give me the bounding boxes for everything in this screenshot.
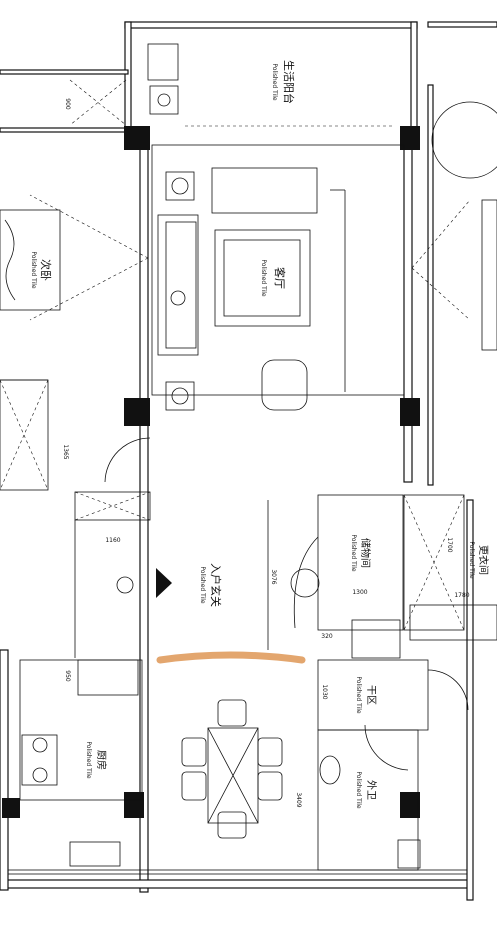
dimension-label: 1300 bbox=[352, 589, 367, 596]
balcony-material: Polished Tile bbox=[271, 63, 278, 101]
balcony-area bbox=[69, 43, 395, 127]
bedroom-name: 次卧 bbox=[39, 259, 53, 281]
bedroom-area bbox=[0, 209, 61, 491]
kitchen-area bbox=[19, 659, 143, 867]
room-label-bath: 外卫 Polished Tile bbox=[355, 771, 377, 809]
storage-name: 储物间 bbox=[359, 538, 372, 568]
living-material: Polished Tile bbox=[260, 259, 267, 297]
washing-machine-icon bbox=[147, 43, 179, 81]
highlight-stroke bbox=[156, 651, 306, 664]
right-bedroom bbox=[431, 101, 497, 351]
room-label-balcony: 生活阳台 Polished Tile bbox=[271, 60, 296, 104]
dimension-label: 1160 bbox=[105, 537, 120, 544]
dining-table-icon bbox=[181, 699, 283, 839]
living-room bbox=[29, 144, 471, 411]
room-label-dry-zone: 干区 Polished Tile bbox=[355, 676, 377, 714]
door-swing-icon bbox=[104, 437, 151, 483]
room-label-entrance: 入户玄关 Polished Tile bbox=[199, 563, 223, 607]
bathroom-area bbox=[317, 659, 469, 871]
dry-zone-material: Polished Tile bbox=[355, 676, 362, 714]
dry-zone-name: 干区 bbox=[365, 685, 377, 705]
bath-material: Polished Tile bbox=[355, 771, 362, 809]
dimension-label: 320 bbox=[321, 633, 333, 640]
dimension-label: 1030 bbox=[321, 684, 328, 699]
sink-icon bbox=[149, 85, 179, 115]
toilet-icon bbox=[319, 755, 341, 785]
cloak-name: 更衣间 bbox=[477, 545, 490, 575]
storage-area bbox=[290, 494, 497, 659]
dimension-label: 1365 bbox=[62, 444, 69, 459]
sofa-icon bbox=[157, 214, 199, 356]
dimension-label: 3409 bbox=[295, 792, 302, 807]
dimension-label: 1780 bbox=[454, 592, 469, 599]
entrance-name: 入户玄关 bbox=[209, 563, 223, 607]
cloak-material: Polished Tile bbox=[468, 541, 475, 579]
door-swing-icon bbox=[427, 669, 469, 711]
entrance-area bbox=[74, 437, 269, 658]
room-label-living: 客厅 Polished Tile bbox=[260, 259, 287, 297]
room-label-bedroom: 次卧 Polished Tile bbox=[30, 251, 53, 289]
storage-material: Polished Tile bbox=[350, 534, 357, 572]
direction-arrow-icon bbox=[156, 568, 172, 598]
entrance-material: Polished Tile bbox=[199, 566, 206, 604]
room-label-cloak: 更衣间 Polished Tile bbox=[468, 541, 490, 579]
dimension-labels: 900 1365 1160 3076 1300 1780 1700 320 10… bbox=[62, 98, 470, 808]
stove-icon bbox=[21, 734, 58, 786]
kitchen-material: Polished Tile bbox=[85, 741, 92, 779]
dimension-label: 1700 bbox=[446, 537, 453, 552]
outer-walls bbox=[0, 21, 497, 901]
bath-name: 外卫 bbox=[365, 780, 377, 800]
structural-columns bbox=[2, 126, 420, 818]
dimension-label: 3076 bbox=[270, 569, 277, 584]
balcony-name: 生活阳台 bbox=[282, 60, 296, 104]
dimension-label: 900 bbox=[64, 98, 71, 110]
room-label-storage: 储物间 Polished Tile bbox=[350, 534, 372, 572]
dimension-label: 950 bbox=[64, 670, 71, 682]
sink-icon bbox=[69, 841, 121, 867]
kitchen-name: 厨房 bbox=[95, 750, 108, 770]
bedroom-material: Polished Tile bbox=[30, 251, 37, 289]
living-name: 客厅 bbox=[273, 267, 287, 289]
armchair-icon bbox=[211, 167, 318, 411]
room-label-kitchen: 厨房 Polished Tile bbox=[85, 741, 108, 779]
